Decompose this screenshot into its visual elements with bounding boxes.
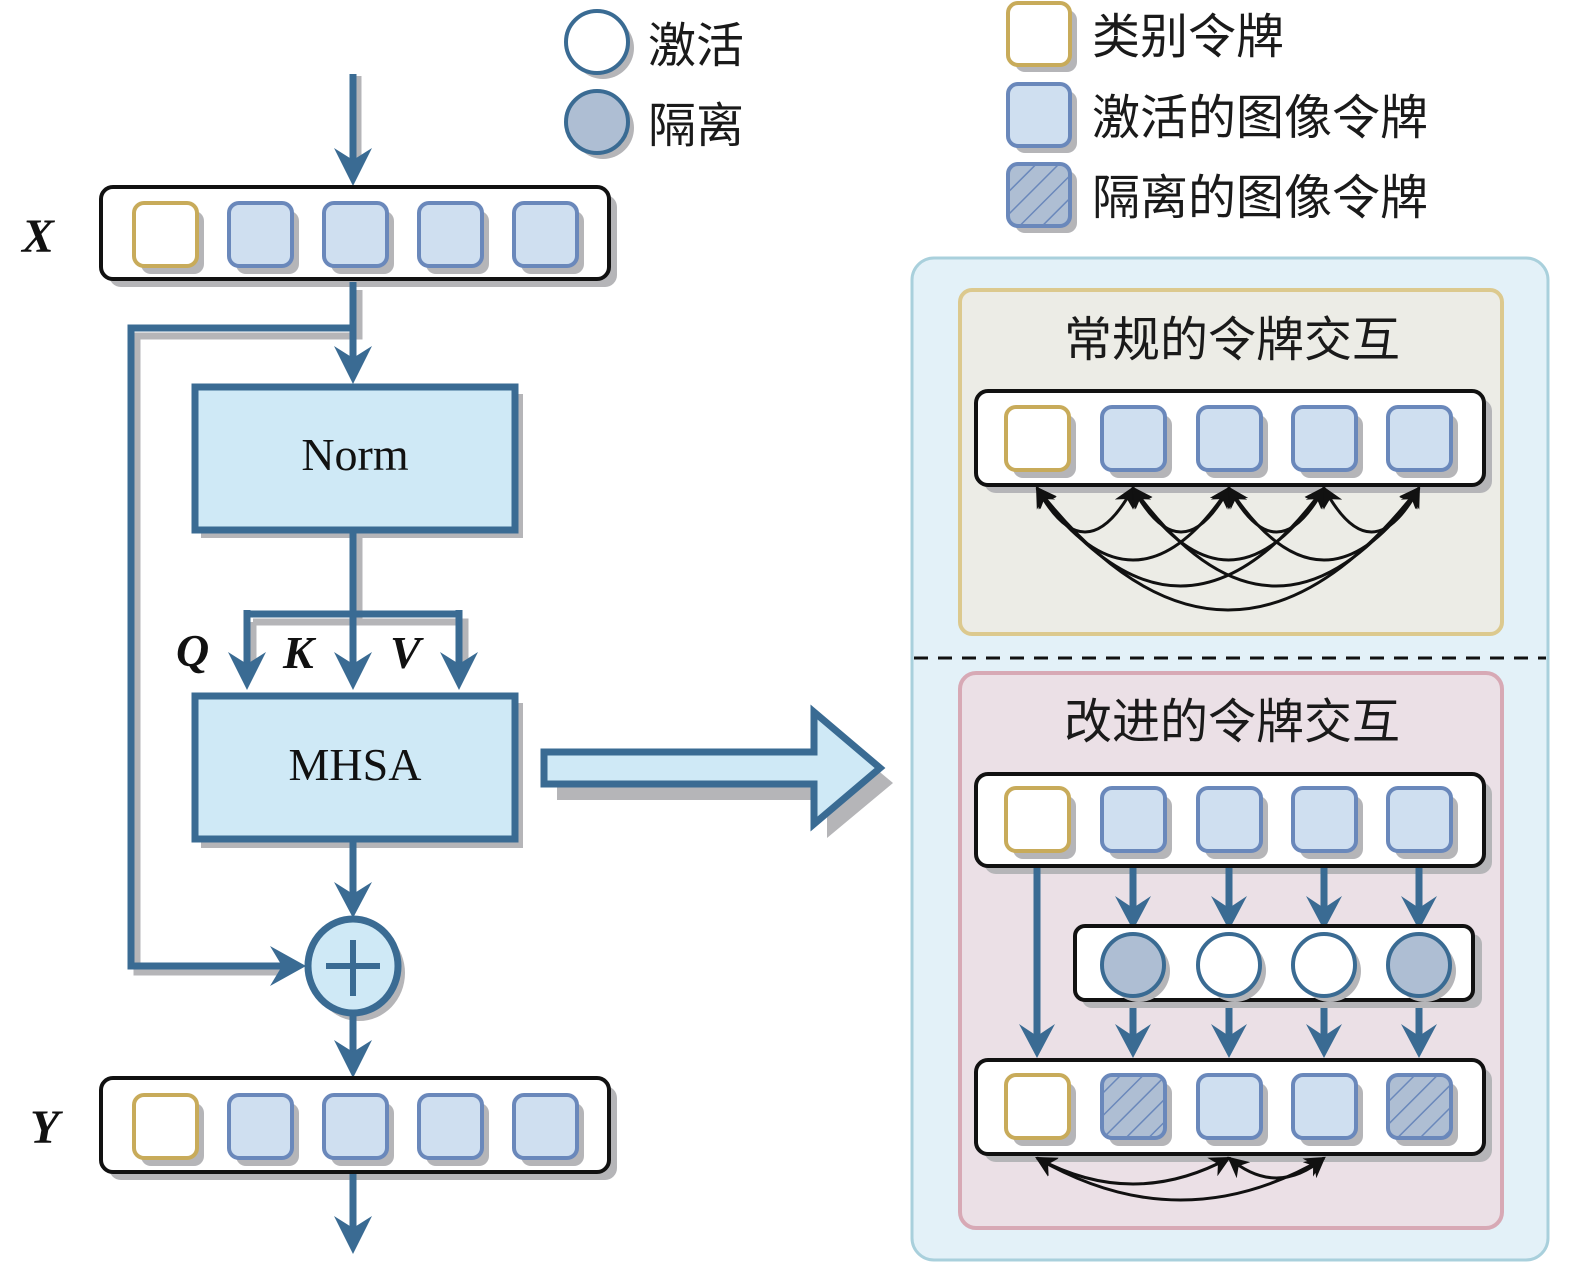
active-image-token bbox=[1386, 405, 1453, 472]
input-label-x: X bbox=[20, 210, 55, 263]
active-image-token bbox=[1291, 786, 1358, 853]
expand-arrow bbox=[540, 704, 893, 838]
norm-label: Norm bbox=[301, 429, 409, 480]
mhsa-block: MHSA bbox=[191, 692, 523, 848]
mhsa-output-arrow bbox=[334, 839, 372, 918]
class-token bbox=[132, 1093, 199, 1160]
active-image-token bbox=[1100, 786, 1167, 853]
down-arrow-icon bbox=[1019, 1024, 1055, 1058]
q-label: Q bbox=[176, 625, 209, 676]
active-image-token bbox=[227, 201, 294, 268]
legend-class-token: 类别令牌 bbox=[1006, 1, 1284, 72]
legend-active: 激活 bbox=[564, 9, 744, 79]
active-image-token bbox=[227, 1093, 294, 1160]
legend-isolated-image-token-label: 隔离的图像令牌 bbox=[1092, 170, 1428, 226]
legend-isolated-label: 隔离 bbox=[648, 98, 744, 154]
isolated-gate bbox=[1386, 932, 1452, 998]
attention-arc bbox=[1227, 1156, 1326, 1180]
isolated-image-token bbox=[1100, 1073, 1167, 1140]
active-image-token bbox=[417, 201, 484, 268]
active-image-token bbox=[512, 201, 579, 268]
transformer-block: X Norm Q K V bbox=[20, 74, 617, 1254]
active-image-token bbox=[1291, 405, 1358, 472]
down-arrow-icon bbox=[1211, 1024, 1247, 1058]
legend-circles: 激活 隔离 bbox=[564, 9, 744, 159]
legend-isolated: 隔离 bbox=[564, 89, 744, 159]
class-token bbox=[132, 201, 199, 268]
regular-token-row bbox=[974, 389, 1492, 493]
down-arrow-icon bbox=[1401, 896, 1437, 930]
class-token-icon bbox=[1006, 1, 1072, 67]
norm-input-arrow bbox=[334, 328, 372, 384]
output-token-row bbox=[99, 1076, 617, 1180]
down-arrow-icon bbox=[1401, 1024, 1437, 1058]
isolated-image-token bbox=[1386, 1073, 1453, 1140]
active-image-token bbox=[322, 201, 389, 268]
regular-panel-title: 常规的令牌交互 bbox=[1064, 312, 1400, 368]
residual-add-node bbox=[304, 915, 405, 1021]
attention-arc bbox=[1322, 486, 1421, 534]
down-arrow-icon bbox=[1115, 896, 1151, 930]
active-image-token bbox=[1291, 1073, 1358, 1140]
improved-panel-title: 改进的令牌交互 bbox=[1064, 694, 1400, 750]
active-image-token bbox=[1386, 786, 1453, 853]
improved-interaction-panel: 改进的令牌交互 bbox=[958, 671, 1504, 1230]
output-arrow bbox=[334, 1174, 372, 1254]
residual-connection bbox=[127, 282, 363, 986]
active-image-token bbox=[417, 1093, 484, 1160]
active-image-token bbox=[1196, 405, 1263, 472]
isolated-image-token-icon bbox=[1006, 162, 1072, 228]
active-image-token bbox=[1196, 786, 1263, 853]
active-image-token bbox=[1196, 1073, 1263, 1140]
improved-output-token-row bbox=[974, 1058, 1492, 1162]
down-arrow-icon bbox=[1306, 1024, 1342, 1058]
class-token bbox=[1004, 405, 1071, 472]
active-image-token bbox=[322, 1093, 389, 1160]
active-gate bbox=[1291, 932, 1357, 998]
legend-tokens: 类别令牌 激活的图像令牌 隔离的图像令牌 bbox=[1006, 1, 1428, 233]
output-label-y: Y bbox=[30, 1101, 63, 1154]
mhsa-label: MHSA bbox=[289, 739, 422, 790]
improved-input-token-row bbox=[974, 772, 1492, 874]
k-label: K bbox=[282, 627, 317, 678]
down-arrow-icon bbox=[1115, 1024, 1151, 1058]
input-token-row bbox=[99, 185, 617, 287]
regular-interaction-panel: 常规的令牌交互 bbox=[958, 288, 1504, 636]
active-circle-icon bbox=[564, 9, 630, 75]
all-pairs-attention-arcs bbox=[1035, 486, 1421, 612]
legend-active-image-token-label: 激活的图像令牌 bbox=[1092, 90, 1428, 146]
token-interaction-panel: 常规的令牌交互 改进的令牌交互 bbox=[910, 256, 1550, 1262]
down-arrow-icon bbox=[1211, 896, 1247, 930]
legend-class-token-label: 类别令牌 bbox=[1092, 9, 1284, 65]
input-arrow bbox=[334, 74, 372, 186]
gate-row bbox=[1073, 924, 1482, 1008]
active-image-token bbox=[1100, 405, 1167, 472]
legend-active-image-token: 激活的图像令牌 bbox=[1006, 82, 1428, 153]
v-label: V bbox=[390, 627, 424, 678]
norm-block: Norm bbox=[191, 383, 523, 538]
legend-isolated-image-token: 隔离的图像令牌 bbox=[1006, 162, 1428, 233]
active-token-attention-arcs bbox=[1035, 1156, 1326, 1202]
active-gate bbox=[1196, 932, 1262, 998]
class-token bbox=[1004, 1073, 1071, 1140]
legend-active-label: 激活 bbox=[648, 18, 744, 74]
right-arrow-icon bbox=[540, 704, 886, 832]
gate-frame bbox=[1073, 924, 1475, 1002]
active-image-token bbox=[512, 1093, 579, 1160]
add-output-arrow bbox=[334, 1013, 372, 1078]
isolated-circle-icon bbox=[564, 89, 630, 155]
down-arrow-icon bbox=[1306, 896, 1342, 930]
class-token bbox=[1004, 786, 1071, 853]
isolated-gate bbox=[1100, 932, 1166, 998]
active-image-token-icon bbox=[1006, 82, 1072, 148]
qkv-split: Q K V bbox=[176, 530, 478, 690]
